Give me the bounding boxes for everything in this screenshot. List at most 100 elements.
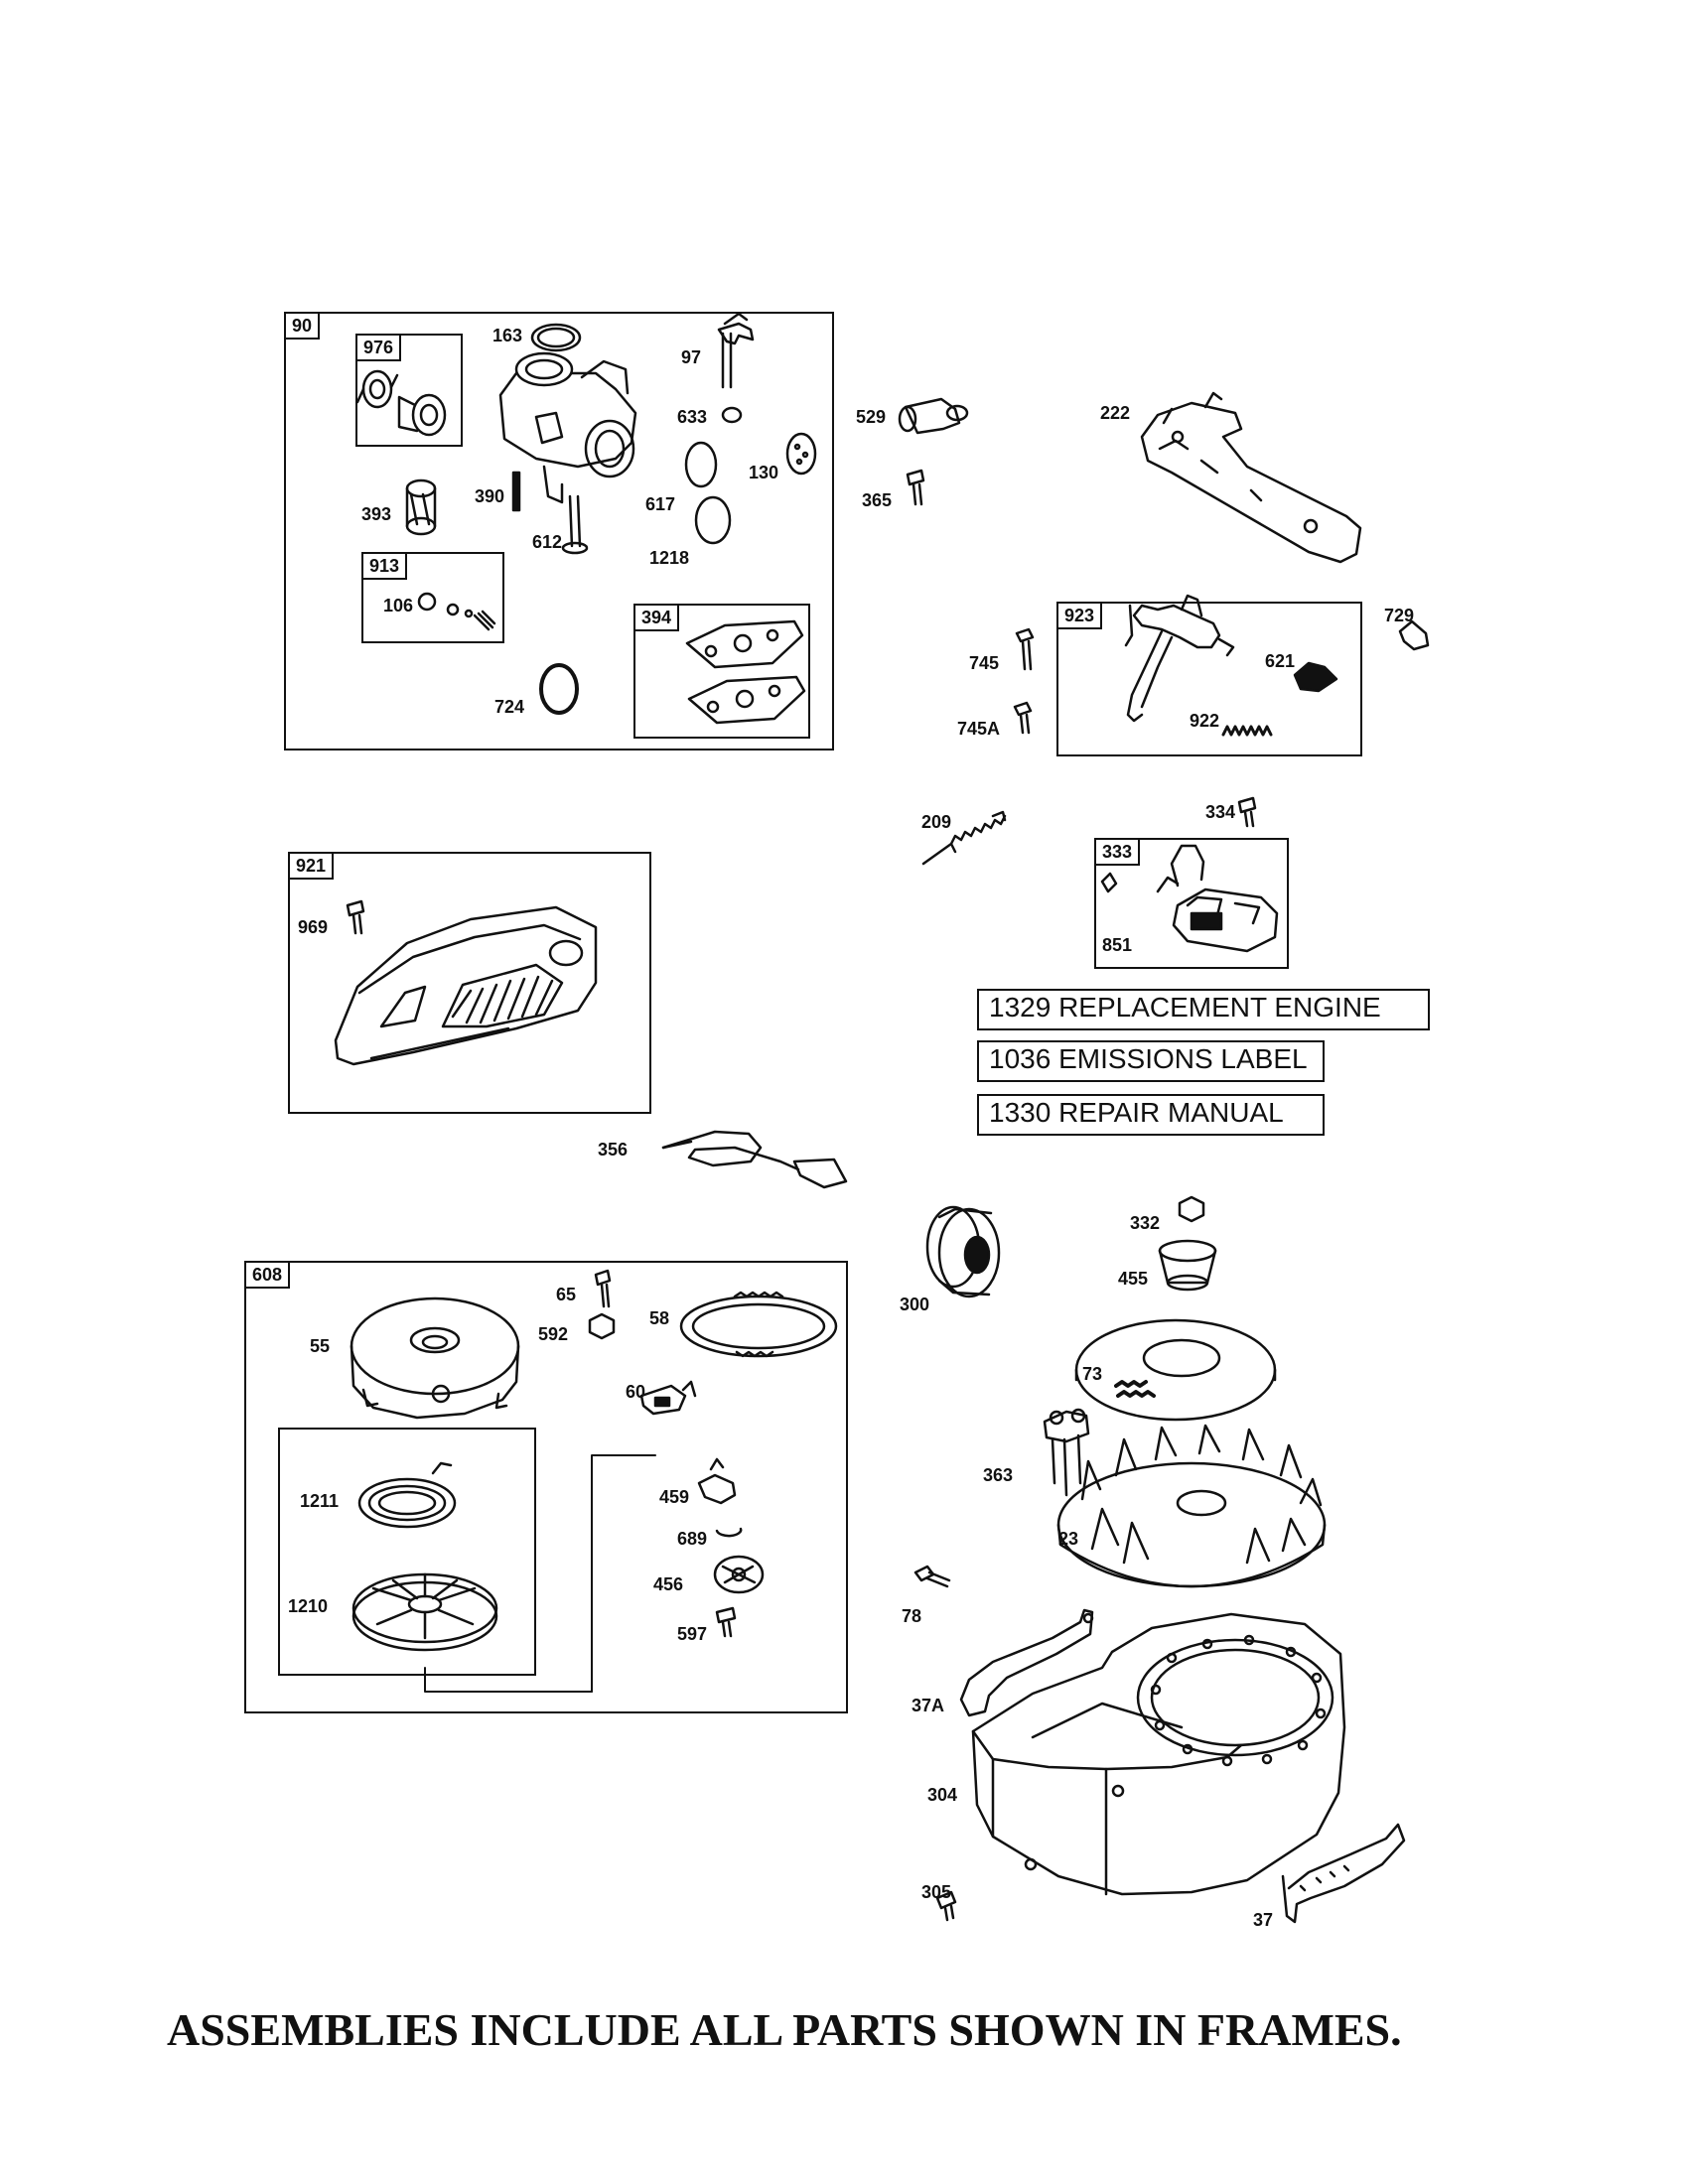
part-label-300: 300 xyxy=(900,1295,930,1314)
ring-58-drawing xyxy=(679,1291,838,1358)
screw-65-drawing xyxy=(594,1269,612,1308)
gaskets-394-tag: 394 xyxy=(635,606,680,631)
bracket-222-drawing xyxy=(1140,391,1362,564)
pulley-300-drawing xyxy=(925,1205,1001,1298)
spring-922-drawing xyxy=(1221,725,1273,737)
parts-913-tag: 913 xyxy=(363,554,408,580)
ring-1218-drawing xyxy=(694,495,732,545)
screw-78-drawing xyxy=(913,1565,951,1588)
retainer-456-drawing xyxy=(713,1555,765,1594)
screw-745a-drawing xyxy=(1013,701,1033,735)
part-label-106: 106 xyxy=(383,596,414,615)
part-label-37a: 37A xyxy=(912,1696,945,1715)
fitting-976-frame: 976 xyxy=(355,334,463,447)
baffle-37-drawing xyxy=(1281,1823,1406,1924)
ignition-assembly-frame: 333 xyxy=(1094,838,1289,969)
part-label-58: 58 xyxy=(649,1308,670,1328)
part-label-1210: 1210 xyxy=(288,1596,329,1616)
bracket-363-drawing xyxy=(1043,1408,1090,1497)
part-label-356: 356 xyxy=(598,1140,629,1160)
baffle-37a-drawing xyxy=(959,1608,1094,1717)
part-label-633: 633 xyxy=(677,407,708,427)
dog-459-drawing xyxy=(697,1457,737,1505)
part-label-390: 390 xyxy=(475,486,505,506)
filter-393-drawing xyxy=(405,478,437,536)
parts-913-drawing xyxy=(417,592,496,631)
part-label-922: 922 xyxy=(1190,711,1220,731)
elbow-529-drawing xyxy=(898,397,969,435)
spring-1211-drawing xyxy=(357,1461,457,1529)
pin-390-drawing xyxy=(511,471,521,512)
cover-921-drawing xyxy=(334,905,598,1066)
choke-shaft-97-drawing xyxy=(717,312,755,389)
part-label-745: 745 xyxy=(969,653,1000,673)
repair-manual-box: 1330 REPAIR MANUAL xyxy=(977,1094,1325,1136)
carburetor-body-drawing xyxy=(498,351,637,555)
carburetor-assembly-frame: 90 xyxy=(284,312,834,751)
part-label-592: 592 xyxy=(538,1324,569,1344)
part-label-97: 97 xyxy=(681,347,702,367)
fitting-976-tag: 976 xyxy=(357,336,402,361)
screw-597-drawing xyxy=(715,1606,737,1638)
part-label-37: 37 xyxy=(1253,1910,1274,1930)
part-label-222: 222 xyxy=(1100,403,1131,423)
spring-209-drawing xyxy=(921,810,1007,866)
ring-617-drawing xyxy=(684,441,718,488)
blower-cover-tag: 921 xyxy=(290,854,335,880)
part-label-597: 597 xyxy=(677,1624,708,1644)
blower-cover-frame: 921 xyxy=(288,852,651,1114)
part-label-365: 365 xyxy=(862,490,893,510)
assemblies-footer-note: ASSEMBLIES INCLUDE ALL PARTS SHOWN IN FR… xyxy=(167,2004,1402,2055)
part-label-55: 55 xyxy=(310,1336,331,1356)
replacement-engine-box: 1329 REPLACEMENT ENGINE xyxy=(977,989,1430,1030)
flywheel-23-drawing xyxy=(1056,1424,1327,1588)
part-label-689: 689 xyxy=(677,1529,708,1549)
cup-455-drawing xyxy=(1158,1239,1217,1292)
part-label-1218: 1218 xyxy=(649,548,690,568)
screw-745-drawing xyxy=(1015,627,1035,671)
part-label-60: 60 xyxy=(626,1382,646,1402)
ring-724-drawing xyxy=(539,663,579,715)
starter-pulley-subframe xyxy=(278,1428,536,1676)
screw-969-drawing xyxy=(346,899,365,935)
fitting-976-drawing xyxy=(355,369,447,437)
nut-332-drawing xyxy=(1178,1195,1205,1223)
o-ring-163-drawing xyxy=(530,323,582,352)
rewind-starter-frame: 608 xyxy=(244,1261,848,1713)
part-label-529: 529 xyxy=(856,407,887,427)
part-label-209: 209 xyxy=(921,812,952,832)
part-label-617: 617 xyxy=(645,494,676,514)
ring-689-drawing xyxy=(715,1527,743,1538)
part-label-1211: 1211 xyxy=(300,1491,340,1511)
ignition-333-drawing xyxy=(1100,844,1279,953)
part-label-23: 23 xyxy=(1058,1529,1079,1549)
gaskets-394-frame: 394 xyxy=(633,604,810,739)
governor-923-drawing xyxy=(1124,594,1338,723)
part-label-78: 78 xyxy=(902,1606,922,1626)
part-label-724: 724 xyxy=(494,697,525,717)
governor-assembly-tag: 923 xyxy=(1058,604,1103,629)
emissions-label-box: 1036 EMISSIONS LABEL xyxy=(977,1040,1325,1082)
part-label-969: 969 xyxy=(298,917,329,937)
part-label-163: 163 xyxy=(492,326,523,345)
blower-housing-304-drawing xyxy=(971,1612,1346,1896)
screw-305-drawing xyxy=(935,1890,957,1922)
part-label-334: 334 xyxy=(1205,802,1236,822)
part-label-745a: 745A xyxy=(957,719,1001,739)
seal-633-drawing xyxy=(721,406,743,424)
part-label-332: 332 xyxy=(1130,1213,1161,1233)
part-label-459: 459 xyxy=(659,1487,690,1507)
gaskets-394-drawing xyxy=(685,619,806,725)
part-label-851: 851 xyxy=(1102,935,1133,955)
part-label-455: 455 xyxy=(1118,1269,1149,1289)
ignition-assembly-tag: 333 xyxy=(1096,840,1141,866)
plate-130-drawing xyxy=(785,432,817,476)
wire-356-drawing xyxy=(661,1130,848,1189)
part-label-73: 73 xyxy=(1082,1364,1103,1384)
part-label-621: 621 xyxy=(1265,651,1296,671)
starter-housing-55-drawing xyxy=(350,1297,520,1420)
part-label-305: 305 xyxy=(921,1882,952,1902)
pawl-60-drawing xyxy=(639,1380,697,1416)
screw-334-drawing xyxy=(1237,796,1257,828)
